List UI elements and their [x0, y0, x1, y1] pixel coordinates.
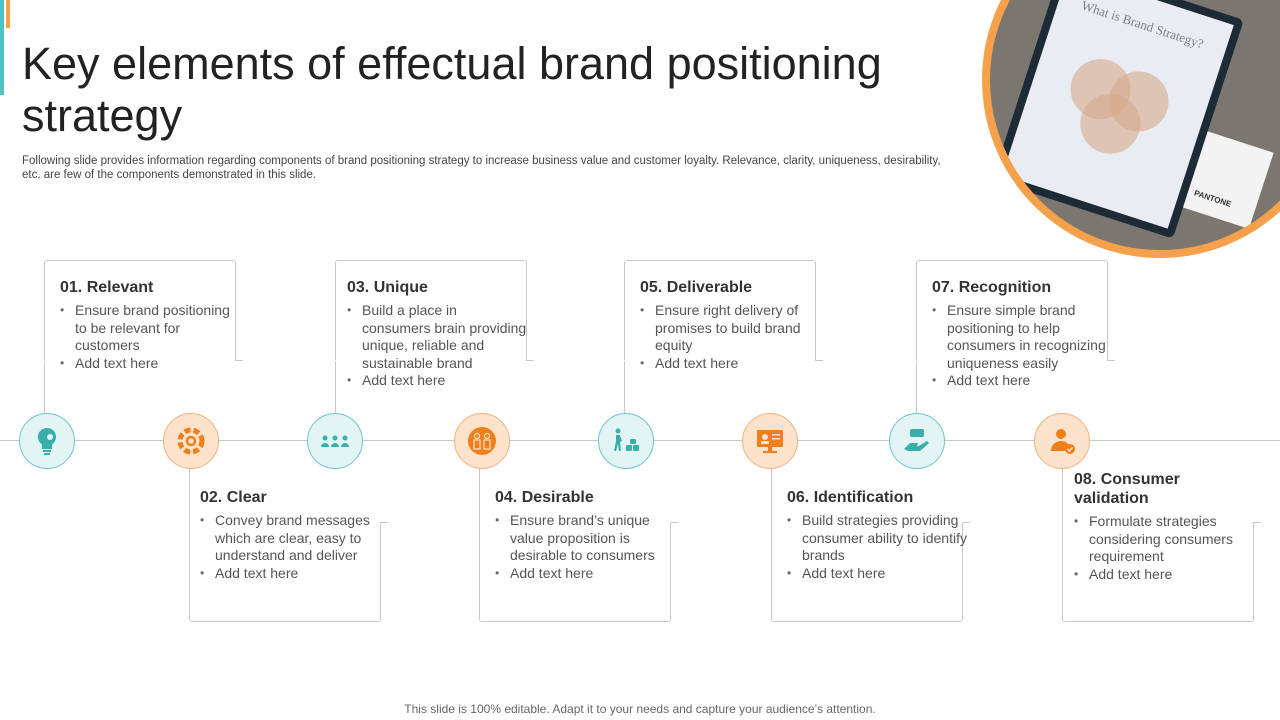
bullet: Build a place in consumers brain providi…	[347, 302, 527, 372]
card-title: 07. Recognition	[932, 279, 1052, 296]
card-title: 04. Desirable	[495, 489, 594, 506]
clipboard: What is Brand Strategy?	[993, 0, 1243, 238]
bullet: Add text here	[1074, 566, 1244, 584]
bullet: Build strategies providing consumer abil…	[787, 512, 967, 565]
card-title: 01. Relevant	[60, 279, 154, 296]
card-title: 06. Identification	[787, 489, 914, 506]
page-title: Key elements of effectual brand position…	[22, 38, 882, 141]
accent-bar-orange	[6, 0, 10, 28]
photo-ring	[982, 0, 1280, 258]
bullet: Add text here	[495, 565, 675, 583]
bullet: Add text here	[200, 565, 380, 583]
hand-money-icon	[889, 413, 945, 469]
bullet: Add text here	[60, 355, 240, 373]
pantone-card: PANTONE	[1182, 131, 1274, 229]
card-desirable: 04. DesirableEnsure brand’s unique value…	[479, 468, 678, 622]
bullet: Ensure brand’s unique value proposition …	[495, 512, 675, 565]
bullet: Add text here	[347, 372, 527, 390]
card-relevant: 01. RelevantEnsure brand positioning to …	[44, 260, 243, 415]
bullet: Convey brand messages which are clear, e…	[200, 512, 380, 565]
card-unique: 03. UniqueBuild a place in consumers bra…	[335, 260, 534, 415]
subtitle: Following slide provides information reg…	[22, 155, 941, 181]
monitor-profile-icon	[742, 413, 798, 469]
bullet: Ensure right delivery of promises to bui…	[640, 302, 820, 355]
people-group-icon	[307, 413, 363, 469]
team-badge-icon	[454, 413, 510, 469]
gear-cycle-icon	[163, 413, 219, 469]
card-title: 08. Consumer validation	[1074, 471, 1180, 507]
card-clear: 02. ClearConvey brand messages which are…	[189, 468, 388, 622]
card-title: 03. Unique	[347, 279, 428, 296]
accent-bar	[0, 0, 4, 95]
footer-note: This slide is 100% editable. Adapt it to…	[404, 702, 876, 716]
card-identification: 06. IdentificationBuild strategies provi…	[771, 468, 970, 622]
bullet: Ensure brand positioning to be relevant …	[60, 302, 240, 355]
bullet: Ensure simple brand positioning to help …	[932, 302, 1112, 372]
delivery-trolley-icon	[598, 413, 654, 469]
bullet: Add text here	[932, 372, 1112, 390]
card-deliverable: 05. DeliverableEnsure right delivery of …	[624, 260, 823, 415]
bullet: Add text here	[787, 565, 967, 583]
brand-strategy-photo: PANTONE What is Brand Strategy?	[982, 0, 1280, 258]
card-recognition: 07. RecognitionEnsure simple brand posit…	[916, 260, 1115, 415]
user-check-icon	[1034, 413, 1090, 469]
card-consumer-validation: 08. Consumer validationFormulate strateg…	[1062, 468, 1261, 622]
bullet: Add text here	[640, 355, 820, 373]
bullet: Formulate strategies considering consume…	[1074, 513, 1244, 566]
card-title: 02. Clear	[200, 489, 267, 506]
lightbulb-gear-icon	[19, 413, 75, 469]
card-title: 05. Deliverable	[640, 279, 753, 296]
